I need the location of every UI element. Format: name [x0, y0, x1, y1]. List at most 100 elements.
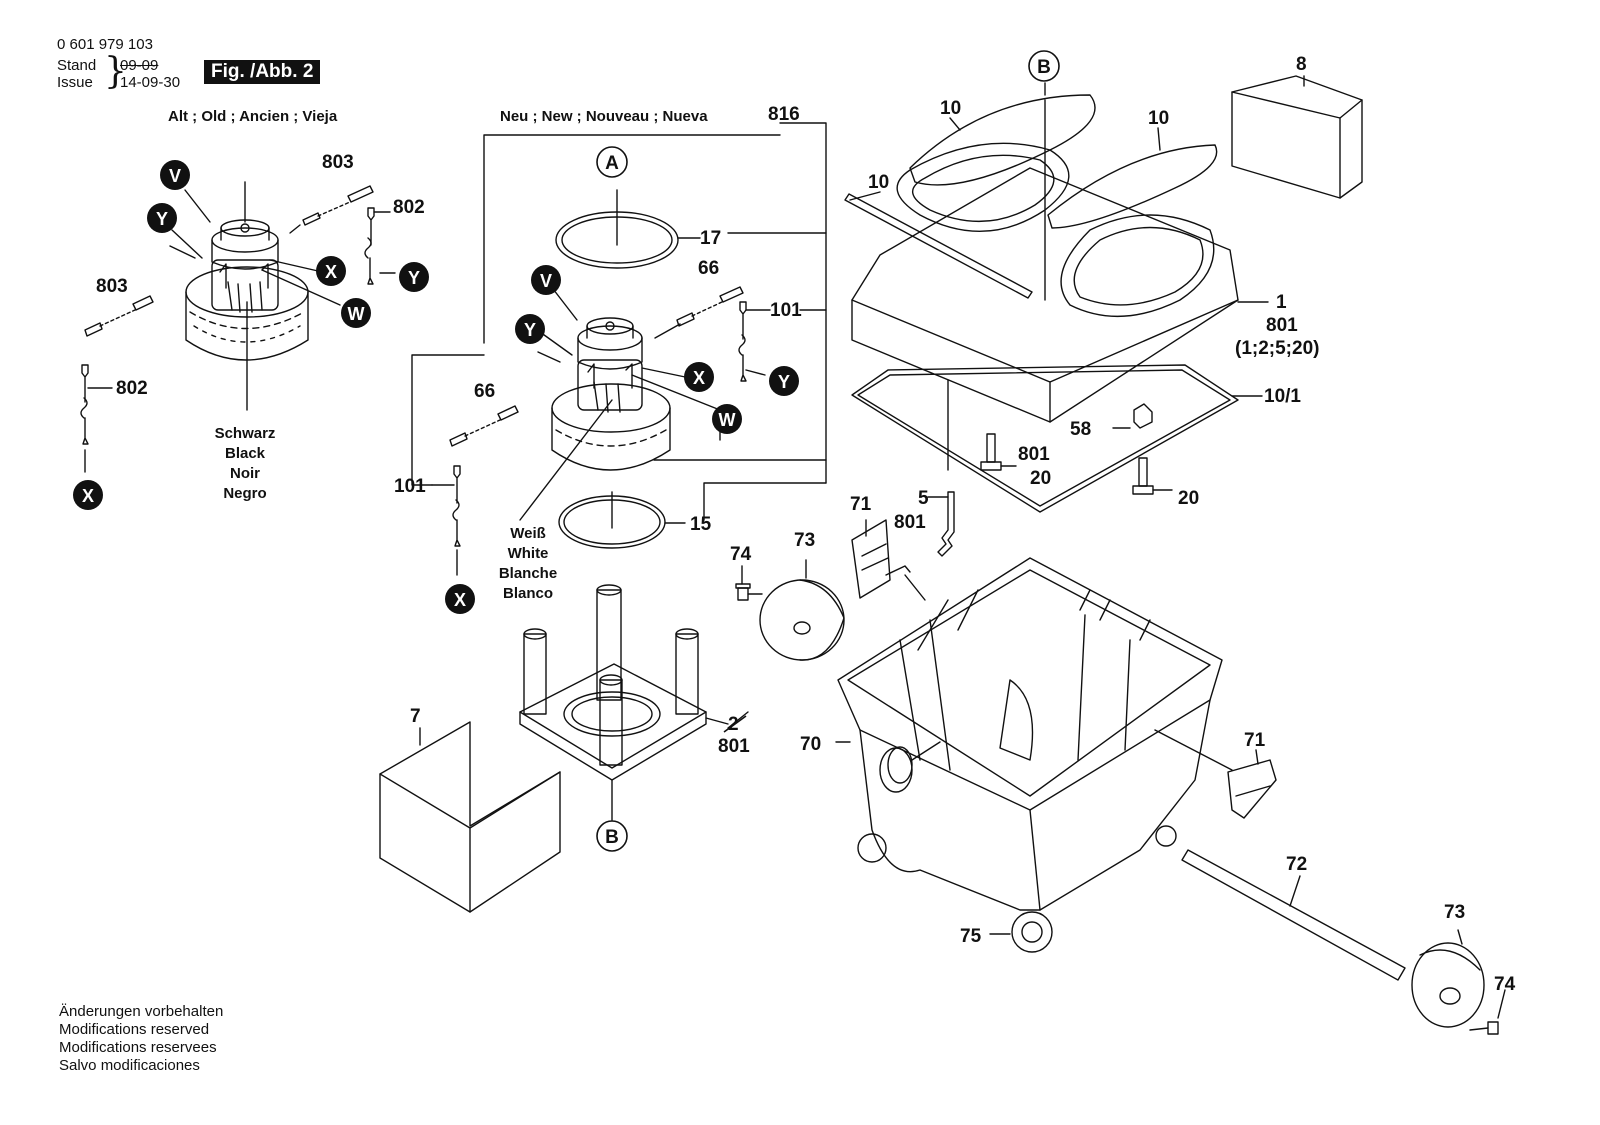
header-brace: } — [104, 51, 127, 92]
callout-15: 15 — [690, 514, 712, 535]
wire-marker-y-old-left-label: Y — [156, 209, 168, 229]
foam-block-8 — [1231, 75, 1363, 199]
wire-marker-x-new-bottom: X — [445, 584, 475, 614]
callout-101-left: 101 — [394, 476, 426, 497]
motor-base-2 — [519, 584, 749, 821]
callout-20-a: 20 — [1030, 468, 1051, 489]
white-label-de: Weiß — [510, 525, 546, 542]
white-label-en: White — [507, 545, 549, 562]
wire-marker-y-new-right: Y — [769, 366, 799, 396]
wire-marker-w-old-label: W — [348, 304, 365, 324]
marker-b-top-label: B — [1037, 57, 1051, 78]
footer-notes: Änderungen vorbehalten Modifications res… — [59, 1003, 223, 1075]
ring-17 — [555, 189, 701, 269]
wire-marker-w-new-label: W — [719, 410, 736, 430]
wire-marker-x-old-bottom-label: X — [82, 486, 94, 506]
footer-line-en: Modifications reserved — [59, 1021, 210, 1038]
wire-marker-v-new: V — [531, 265, 561, 295]
wire-marker-y-old-left: Y — [147, 203, 177, 233]
new-carbon-brushes — [449, 286, 744, 447]
black-motor-label: Schwarz Black Noir Negro — [200, 424, 290, 504]
marker-b-top: B — [1028, 50, 1060, 82]
callout-73-a: 73 — [794, 530, 815, 551]
marker-a-label: A — [605, 153, 619, 174]
callout-803-top: 803 — [322, 152, 354, 173]
wire-marker-v-old: V — [160, 160, 190, 190]
callout-10-b: 10 — [1148, 108, 1169, 129]
callout-101-right: 101 — [770, 300, 802, 321]
stand-label: Stand — [57, 57, 97, 74]
callout-70: 70 — [800, 734, 821, 755]
callout-10-c: 10 — [868, 172, 889, 193]
axle-72 — [1181, 849, 1406, 981]
callout-75: 75 — [960, 926, 982, 947]
wire-marker-x-new-right-label: X — [693, 368, 705, 388]
wire-marker-y-new-left-label: Y — [524, 320, 536, 340]
callout-801-b: 801 — [1018, 444, 1050, 465]
white-motor-label: Weiß White Blanche Blanco — [483, 524, 573, 604]
issue-label: Issue — [57, 74, 93, 91]
wire-marker-w-new: W — [712, 404, 742, 434]
caps-74 — [735, 565, 1506, 1035]
new-motor-drawing — [551, 317, 671, 471]
callout-5: 5 — [918, 488, 929, 509]
callout-74-b: 74 — [1494, 974, 1516, 995]
wire-marker-x-new-right: X — [684, 362, 714, 392]
wire-marker-x-old-right: X — [316, 256, 346, 286]
callout-803-left: 803 — [96, 276, 128, 297]
wire-marker-y-old-right-label: Y — [408, 268, 420, 288]
callout-58: 58 — [1070, 419, 1091, 440]
callout-802-top: 802 — [393, 197, 425, 218]
gasket-10-1 — [851, 364, 1263, 513]
old-section-label: Alt ; Old ; Ancien ; Vieja — [168, 108, 338, 125]
wire-marker-y-old-right: Y — [399, 262, 429, 292]
footer-line-es: Salvo modificaciones — [59, 1057, 200, 1074]
callout-66-top: 66 — [698, 258, 719, 279]
screws-801-20 — [980, 403, 1173, 495]
stand-old-date: 09-09 — [120, 57, 159, 74]
black-label-de: Schwarz — [214, 425, 276, 442]
clip-71a — [851, 519, 926, 601]
callout-2-strike — [723, 715, 747, 733]
callout-71-a: 71 — [850, 494, 872, 515]
filter-cover-7 — [379, 721, 561, 913]
white-label-fr: Blanche — [498, 565, 558, 582]
callout-801-c: 801 — [894, 512, 926, 533]
white-label-es: Blanco — [502, 585, 553, 602]
latch-5 — [927, 491, 955, 557]
black-label-fr: Noir — [230, 465, 260, 482]
marker-b-bottom: B — [596, 820, 628, 852]
callout-labels: 816 17 66 101 66 101 15 803 802 803 802 … — [96, 54, 1516, 995]
callout-66-bottom: 66 — [474, 381, 495, 402]
issue-date: 14-09-30 — [120, 74, 181, 91]
callout-1: 1 — [1276, 292, 1287, 313]
wire-marker-y-new-left: Y — [515, 314, 545, 344]
wire-marker-v-old-label: V — [169, 166, 181, 186]
part-number: 0 601 979 103 — [57, 36, 153, 53]
new-section-label: Neu ; New ; Nouveau ; Nueva — [500, 108, 708, 125]
container-70 — [835, 557, 1233, 953]
callout-8: 8 — [1296, 54, 1307, 75]
callout-7: 7 — [410, 706, 421, 727]
top-housing-1 — [851, 82, 1239, 423]
footer-line-de: Änderungen vorbehalten — [59, 1003, 224, 1020]
callout-72: 72 — [1286, 854, 1307, 875]
wire-marker-v-new-label: V — [540, 271, 552, 291]
marker-circles: A B B V Y X W Y — [73, 50, 1060, 852]
wire-marker-x-old-bottom: X — [73, 480, 103, 510]
wire-marker-w-old: W — [341, 298, 371, 328]
clip-71b — [1227, 749, 1277, 819]
callout-71-b: 71 — [1244, 730, 1266, 751]
callout-10-1: 10/1 — [1264, 386, 1301, 407]
new-motor-bracket — [411, 122, 827, 521]
marker-a: A — [596, 146, 628, 178]
old-motor-drawing — [185, 181, 309, 361]
callout-20-b: 20 — [1178, 488, 1199, 509]
wire-marker-y-new-right-label: Y — [778, 372, 790, 392]
wire-marker-x-old-right-label: X — [325, 262, 337, 282]
seal-strip-10 — [844, 94, 1218, 299]
ring-15 — [558, 491, 686, 549]
figure-title: Fig. /Abb. 2 — [204, 60, 321, 84]
black-label-es: Negro — [223, 485, 267, 502]
